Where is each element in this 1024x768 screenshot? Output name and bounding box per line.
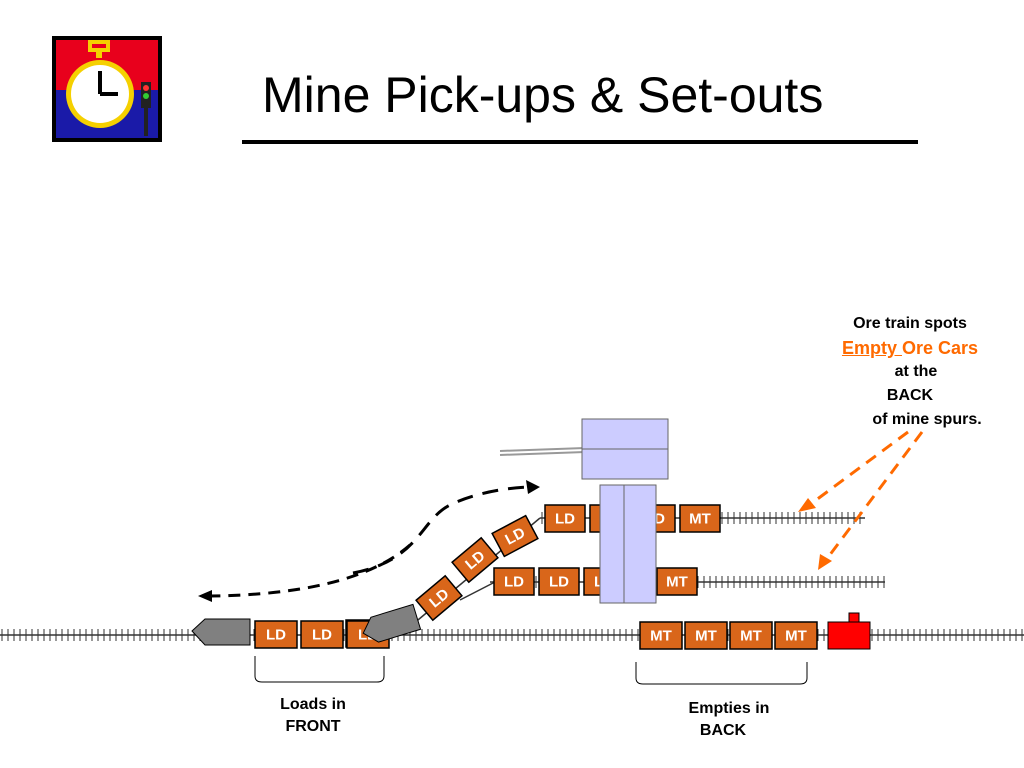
empties-label: Empties in BACK — [664, 698, 794, 742]
caboose — [827, 612, 871, 650]
empty-car-2: MT — [684, 621, 728, 650]
upper-spur-car-1-label: LD — [555, 511, 575, 528]
ramp-car-3: LD — [491, 514, 539, 558]
loads-brace — [254, 656, 385, 683]
empties-label-line2: BACK — [699, 722, 747, 739]
empty-car-1-label: MT — [650, 628, 672, 645]
load-car-1: LD — [254, 620, 298, 649]
ramp-car-1: LD — [415, 574, 463, 622]
ramp-car-2: LD — [451, 536, 499, 584]
note-pointer-lower — [824, 431, 924, 561]
empty-car-1: MT — [639, 621, 683, 650]
conveyor — [499, 447, 586, 456]
empties-label-line1: Empties in — [688, 700, 770, 717]
note-line5: of mine spurs. — [872, 411, 982, 428]
mine-tipple — [581, 418, 669, 480]
load-car-2: LD — [300, 620, 344, 649]
note-line4: BACK — [886, 387, 934, 404]
note-line3: at the — [894, 363, 938, 380]
pullout-arrow-curve — [209, 543, 411, 598]
empty-car-3: MT — [729, 621, 773, 650]
ore-train-note: Ore train spots Empty Ore Cars at the BA… — [800, 312, 1020, 432]
upper-spur-car-4: MT — [679, 504, 721, 533]
loads-label-line2: FRONT — [285, 718, 341, 735]
pickup-arrow-head — [526, 480, 540, 494]
main-empty-cars: MT MT MT MT — [639, 621, 818, 650]
lower-spur-car-1: LD — [493, 567, 535, 596]
upper-spur-car-4-label: MT — [689, 511, 711, 528]
loads-label: Loads in FRONT — [253, 694, 373, 738]
note-ore-cars: Ore Cars — [901, 338, 979, 358]
stopwatch-signal-icon — [52, 36, 162, 142]
note-empty-word: Empty — [841, 338, 902, 358]
locomotive-rear — [362, 603, 422, 643]
upper-spur-car-1: LD — [544, 504, 586, 533]
title-underline — [242, 140, 918, 144]
tipple-column — [599, 484, 657, 604]
note-line2: Empty Ore Cars — [800, 336, 1020, 360]
lower-spur-car-2-label: LD — [549, 574, 569, 591]
locomotive-front — [191, 618, 251, 646]
empty-car-3-label: MT — [740, 628, 762, 645]
load-car-1-label: LD — [266, 627, 286, 644]
slide-title: Mine Pick-ups & Set-outs — [262, 67, 824, 123]
pullout-arrow-head — [198, 590, 212, 602]
note-line1: Ore train spots — [853, 315, 967, 332]
load-car-2-label: LD — [312, 627, 332, 644]
note-pointer-upper — [807, 430, 909, 508]
empty-car-2-label: MT — [695, 628, 717, 645]
loads-label-line1: Loads in — [280, 696, 346, 713]
empty-car-4: MT — [774, 621, 818, 650]
lower-spur-car-2: LD — [538, 567, 580, 596]
lower-spur-car-4: MT — [656, 567, 698, 596]
lower-spur-car-1-label: LD — [504, 574, 524, 591]
empties-brace — [635, 662, 808, 685]
lower-spur-car-4-label: MT — [666, 574, 688, 591]
empty-car-4-label: MT — [785, 628, 807, 645]
